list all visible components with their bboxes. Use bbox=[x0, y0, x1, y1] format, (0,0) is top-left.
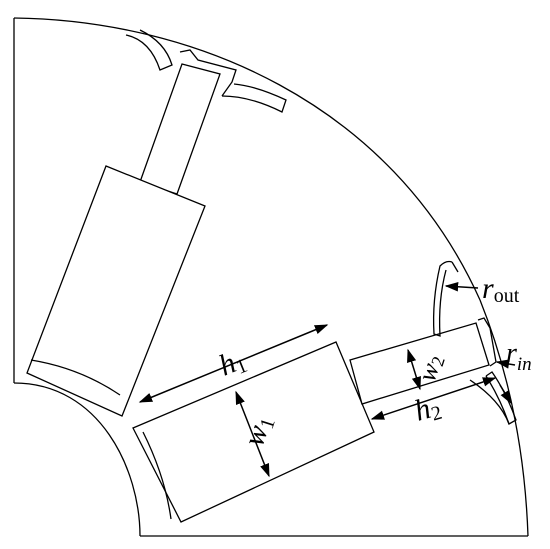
lower-slot bbox=[132, 260, 517, 523]
dimension-lines bbox=[138, 282, 516, 478]
upper-slot-body bbox=[26, 165, 206, 417]
w2-dimension bbox=[407, 348, 421, 391]
rout-label: rout bbox=[482, 272, 520, 307]
h1-dimension bbox=[138, 324, 329, 403]
w1-dimension bbox=[235, 390, 270, 478]
rin-arrow-2 bbox=[499, 384, 512, 405]
rout-arrow bbox=[444, 282, 479, 292]
h2-dimension bbox=[370, 377, 497, 420]
upper-slot bbox=[26, 29, 287, 417]
rin-arrow bbox=[495, 359, 516, 369]
upper-slot-neck bbox=[139, 63, 221, 195]
h1-label: h1 bbox=[214, 343, 250, 385]
rin-label: rin bbox=[506, 338, 532, 375]
h2-label: h2 bbox=[411, 389, 445, 430]
